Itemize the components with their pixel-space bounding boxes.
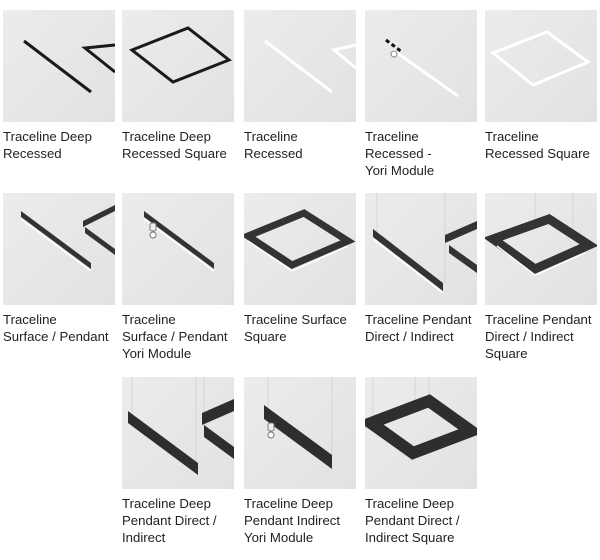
product-label[interactable]: Traceline Deep Pendant Indirect Yori Mod… — [244, 496, 341, 545]
product-traceline-pendant-direct-indirect-square[interactable]: Traceline Pendant Direct / Indirect Squa… — [485, 193, 600, 362]
product-label[interactable]: Traceline Pendant Direct / Indirect — [365, 312, 472, 344]
product-label[interactable]: Traceline Deep Recessed Square — [122, 129, 227, 161]
linear-surface-yori-icon[interactable] — [122, 193, 234, 305]
product-traceline-surface-pendant[interactable]: Traceline Surface / Pendant — [3, 193, 123, 345]
product-traceline-surface-pendant-yori[interactable]: Traceline Surface / Pendant Yori Module — [122, 193, 242, 362]
product-traceline-recessed-yori[interactable]: Traceline Recessed - Yori Module — [365, 10, 485, 179]
linear-and-corner-recessed-white-icon[interactable] — [244, 10, 356, 122]
product-traceline-pendant-direct-indirect[interactable]: Traceline Pendant Direct / Indirect — [365, 193, 485, 345]
product-label[interactable]: Traceline Surface / Pendant — [3, 312, 109, 344]
product-traceline-deep-pendant-direct-indirect[interactable]: Traceline Deep Pendant Direct / Indirect — [122, 377, 242, 546]
product-traceline-deep-recessed[interactable]: Traceline Deep Recessed — [3, 10, 123, 162]
square-recessed-white-icon[interactable] — [485, 10, 597, 122]
product-traceline-deep-pendant-direct-indirect-square[interactable]: Traceline Deep Pendant Direct / Indirect… — [365, 377, 485, 546]
linear-and-corner-pendant-icon[interactable] — [365, 193, 477, 305]
square-surface-icon[interactable] — [244, 193, 356, 305]
linear-deep-pendant-yori-icon[interactable] — [244, 377, 356, 489]
square-recessed-black-icon[interactable] — [122, 10, 234, 122]
product-traceline-recessed[interactable]: Traceline Recessed — [244, 10, 364, 162]
product-label[interactable]: Traceline Recessed - Yori Module — [365, 129, 435, 178]
square-pendant-icon[interactable] — [485, 193, 597, 305]
linear-and-corner-deep-pendant-icon[interactable] — [122, 377, 234, 489]
product-traceline-surface-square[interactable]: Traceline Surface Square — [244, 193, 364, 345]
product-traceline-deep-recessed-square[interactable]: Traceline Deep Recessed Square — [122, 10, 242, 162]
product-label[interactable]: Traceline Surface / Pendant Yori Module — [122, 312, 228, 361]
product-label[interactable]: Traceline Deep Pendant Direct / Indirect — [122, 496, 217, 545]
product-traceline-recessed-square[interactable]: Traceline Recessed Square — [485, 10, 600, 162]
linear-and-corner-surface-icon[interactable] — [3, 193, 115, 305]
linear-and-corner-recessed-black-icon[interactable] — [3, 10, 115, 122]
product-label[interactable]: Traceline Recessed Square — [485, 129, 590, 161]
square-deep-pendant-icon[interactable] — [365, 377, 477, 489]
product-label[interactable]: Traceline Recessed — [244, 129, 303, 161]
product-label[interactable]: Traceline Deep Recessed — [3, 129, 92, 161]
linear-recessed-white-yori-icon[interactable] — [365, 10, 477, 122]
product-label[interactable]: Traceline Pendant Direct / Indirect Squa… — [485, 312, 592, 361]
product-label[interactable]: Traceline Deep Pendant Direct / Indirect… — [365, 496, 460, 545]
product-traceline-deep-pendant-indirect-yori[interactable]: Traceline Deep Pendant Indirect Yori Mod… — [244, 377, 364, 546]
product-label[interactable]: Traceline Surface Square — [244, 312, 347, 344]
